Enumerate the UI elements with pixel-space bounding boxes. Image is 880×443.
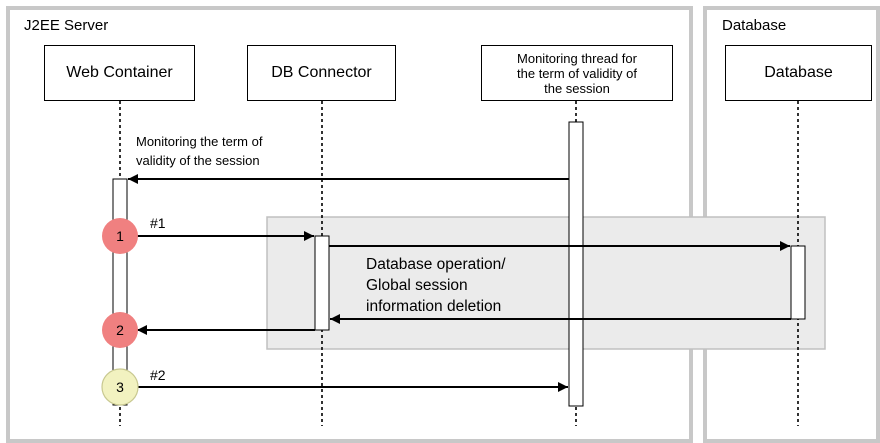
database-label: Database bbox=[764, 64, 833, 81]
database-activation bbox=[790, 245, 806, 320]
db-connector-label: DB Connector bbox=[271, 64, 372, 81]
monitoring-message-label: Monitoring the term of validity of the s… bbox=[136, 134, 263, 168]
db-connector-box: DB Connector bbox=[247, 45, 396, 101]
step-1-circle bbox=[102, 218, 138, 254]
db-operation-label: Database operation/ Global session infor… bbox=[366, 256, 506, 315]
step-3-number: 3 bbox=[116, 379, 124, 395]
monitoring-thread-box: Monitoring thread for the term of validi… bbox=[481, 45, 673, 101]
db-operation-highlight bbox=[266, 216, 826, 350]
database-box: Database bbox=[725, 45, 872, 101]
step-3-marker: 3 bbox=[101, 368, 139, 406]
call-1-label: #1 bbox=[150, 215, 166, 231]
monitoring-thread-label: Monitoring thread for the term of validi… bbox=[517, 50, 637, 96]
step-1-number: 1 bbox=[116, 228, 124, 244]
database-frame-title: Database bbox=[722, 17, 787, 34]
step-2-circle bbox=[102, 312, 138, 348]
web-container-box: Web Container bbox=[44, 45, 195, 101]
monitoring-thread-activation bbox=[568, 121, 584, 407]
j2ee-server-title: J2EE Server bbox=[24, 17, 109, 34]
step-2-number: 2 bbox=[116, 322, 124, 338]
web-container-label: Web Container bbox=[66, 64, 173, 81]
step-3-circle bbox=[101, 368, 139, 406]
call-2-label: #2 bbox=[150, 367, 166, 383]
step-2-marker: 2 bbox=[102, 312, 138, 348]
step-1-marker: 1 bbox=[102, 218, 138, 254]
db-connector-activation bbox=[314, 235, 330, 331]
